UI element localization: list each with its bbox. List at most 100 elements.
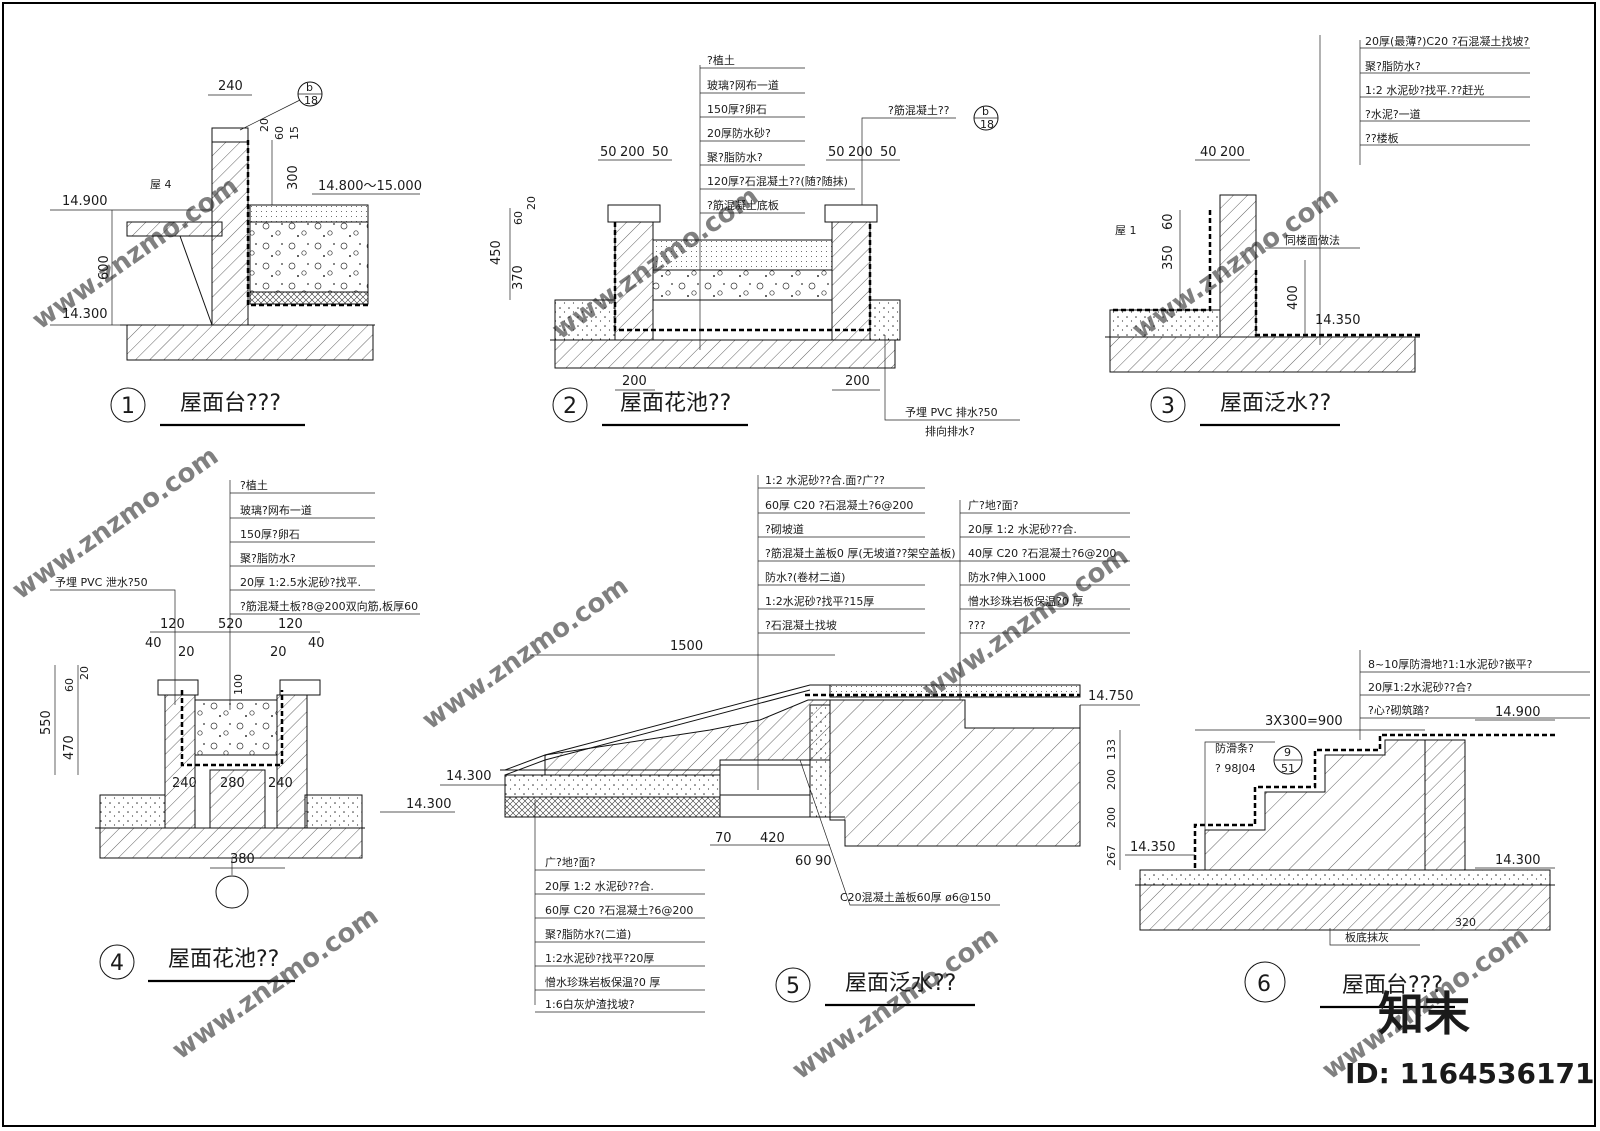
anti-slip-label: 防滑条? — [1215, 741, 1254, 755]
elev-range: 14.800～15.000 — [318, 179, 422, 194]
dim-200b: 200 — [1105, 807, 1118, 828]
watermark-text: www.znzmo.com — [167, 901, 384, 1066]
elev-14350: 14.350 — [1315, 313, 1361, 328]
dim-120a: 120 — [160, 617, 185, 632]
dim-60: 60 — [512, 211, 525, 225]
callout-line: 玻璃?网布一道 — [707, 78, 779, 92]
detail-title: 屋面泛水?? — [1220, 391, 1331, 416]
callout-line: 聚?脂防水? — [240, 551, 296, 565]
dim-420: 420 — [760, 831, 785, 846]
dim-600: 600 — [97, 255, 112, 280]
callout-line: 聚?脂防水?(二道) — [545, 927, 631, 941]
callout-6: 8~10厚防滑地?1:1水泥砂?嵌平? 20厚1:2水泥砂??合? ?心?砌筑踏… — [1360, 657, 1590, 719]
dim-40a: 40 — [145, 636, 162, 651]
dim-60: 60 — [1161, 213, 1176, 230]
detail-title: 屋面花池?? — [620, 391, 731, 416]
ref-bottom: 18 — [980, 118, 994, 131]
detail-6: 3X300=900 8~10厚防滑地?1:1水泥砂?嵌平? 20厚1:2水泥砂?… — [1105, 650, 1590, 1009]
callout-line: ?水泥?一道 — [1365, 107, 1421, 121]
callout-line: 憎水珍珠岩板保温?0 厚 — [545, 975, 660, 989]
detail-title: 屋面台??? — [180, 391, 281, 416]
dim-40b: 40 — [308, 636, 325, 651]
callout-line: 60厚 C20 ?石混凝土?6@200 — [545, 903, 693, 917]
callout-5-top: 1:2 水泥砂??合.面?广?? 60厚 C20 ?石混凝土?6@200 ?砌坡… — [758, 473, 960, 634]
dim-267: 267 — [1105, 845, 1118, 866]
detail-title: 屋面泛水?? — [845, 971, 956, 996]
bench-seat — [126, 221, 223, 237]
dim-240a: 240 — [172, 776, 197, 791]
callout-line: 聚?脂防水? — [1365, 59, 1421, 73]
callout-line: 8~10厚防滑地?1:1水泥砂?嵌平? — [1368, 657, 1533, 671]
ref-top: 9 — [1284, 746, 1291, 759]
dim-200a: 200 — [620, 145, 645, 160]
dim-200: 200 — [1220, 145, 1245, 160]
callout-line: 1:2水泥砂?找平?15厚 — [765, 594, 874, 608]
elev-14300: 14.300 — [1495, 853, 1541, 868]
dim-520: 520 — [218, 617, 243, 632]
dim-320: 320 — [1455, 916, 1476, 929]
callout-line: 玻璃?网布一道 — [240, 503, 312, 517]
detail-number-circle — [1244, 961, 1286, 1003]
elev-14900: 14.900 — [1495, 705, 1541, 720]
dim-20: 20 — [258, 118, 271, 132]
callout-line: ?砌坡道 — [765, 522, 804, 536]
callout-line: 20厚 1:2 水泥砂??合. — [545, 879, 654, 893]
dim-50d: 50 — [880, 145, 897, 160]
detail-number: 3 — [1161, 394, 1175, 419]
left-wall — [164, 694, 196, 829]
elev-14300: 14.300 — [62, 307, 108, 322]
dim-200d: 200 — [845, 374, 870, 389]
dim-400: 400 — [1286, 285, 1301, 310]
dim-20a: 20 — [178, 645, 195, 660]
callout-line: 20厚防水砂? — [707, 126, 771, 140]
dim-20: 20 — [525, 196, 538, 210]
callout-line: 1:6白灰炉渣找坡? — [545, 997, 635, 1011]
dim-60: 60 — [795, 854, 812, 869]
plaster-label: 板底抹灰 — [1345, 930, 1389, 944]
dim-200b: 200 — [848, 145, 873, 160]
elev-14300: 14.300 — [406, 797, 452, 812]
planter-fill — [249, 221, 369, 293]
elev-14300: 14.300 — [446, 769, 492, 784]
ground-slab — [126, 324, 374, 361]
callout-line: 40厚 C20 ?石混凝土?6@200 — [968, 546, 1116, 560]
detail-number-circle — [775, 967, 811, 1003]
callout-3: 20厚(最薄?)C20 ?石混凝土找坡? 聚?脂防水? 1:2 水泥砂?找平.?… — [1359, 34, 1530, 165]
roof-label: 屋 1 — [1115, 224, 1137, 237]
ramp-slab — [544, 699, 831, 776]
callout-line: 广?地?面? — [545, 856, 596, 869]
detail-number-circle — [110, 387, 146, 423]
dim-15: 15 — [288, 126, 301, 140]
ref-bottom: 51 — [1281, 762, 1295, 775]
callout-line: 广?地?面? — [968, 499, 1019, 512]
detail-number-circle — [552, 387, 588, 423]
detail-3: 20厚(最薄?)C20 ?石混凝土找坡? 聚?脂防水? 1:2 水泥砂?找平.?… — [1105, 34, 1530, 427]
elev-14750: 14.750 — [1088, 689, 1134, 704]
ref-top: b — [982, 105, 989, 118]
elev-14900: 14.900 — [62, 194, 108, 209]
dim-50a: 50 — [600, 145, 617, 160]
callout-line: 1:2 水泥砂?找平.??赶光 — [1365, 83, 1484, 97]
dim-200a: 200 — [1105, 769, 1118, 790]
callout-2: ?植土 玻璃?网布一道 150厚?卵石 20厚防水砂? 聚?脂防水? 120厚?… — [700, 53, 855, 214]
roof-label: 屋 4 — [150, 178, 172, 191]
detail-title: 屋面台??? — [1342, 973, 1443, 998]
planter-fill — [194, 699, 278, 756]
dim-380: 380 — [230, 852, 255, 867]
dim-900: 3X300=900 — [1265, 714, 1343, 729]
dim-300: 300 — [286, 165, 301, 190]
ref-standard-label: ? 98J04 — [1215, 762, 1256, 775]
detail-number-circle — [99, 944, 135, 980]
detail-title: 屋面花池?? — [168, 947, 279, 972]
dim-40: 40 — [1200, 145, 1217, 160]
upstand-wall — [1219, 194, 1257, 338]
right-wall — [831, 221, 871, 341]
image-id: ID: 1164536171 — [1345, 1057, 1594, 1090]
detail-number: 4 — [110, 951, 124, 976]
pebble-layer — [652, 269, 833, 301]
structure-hatch — [829, 699, 1081, 847]
dim-120b: 120 — [278, 617, 303, 632]
detail-number: 6 — [1257, 972, 1271, 997]
dim-60: 60 — [63, 678, 76, 692]
detail-number: 2 — [563, 394, 577, 419]
